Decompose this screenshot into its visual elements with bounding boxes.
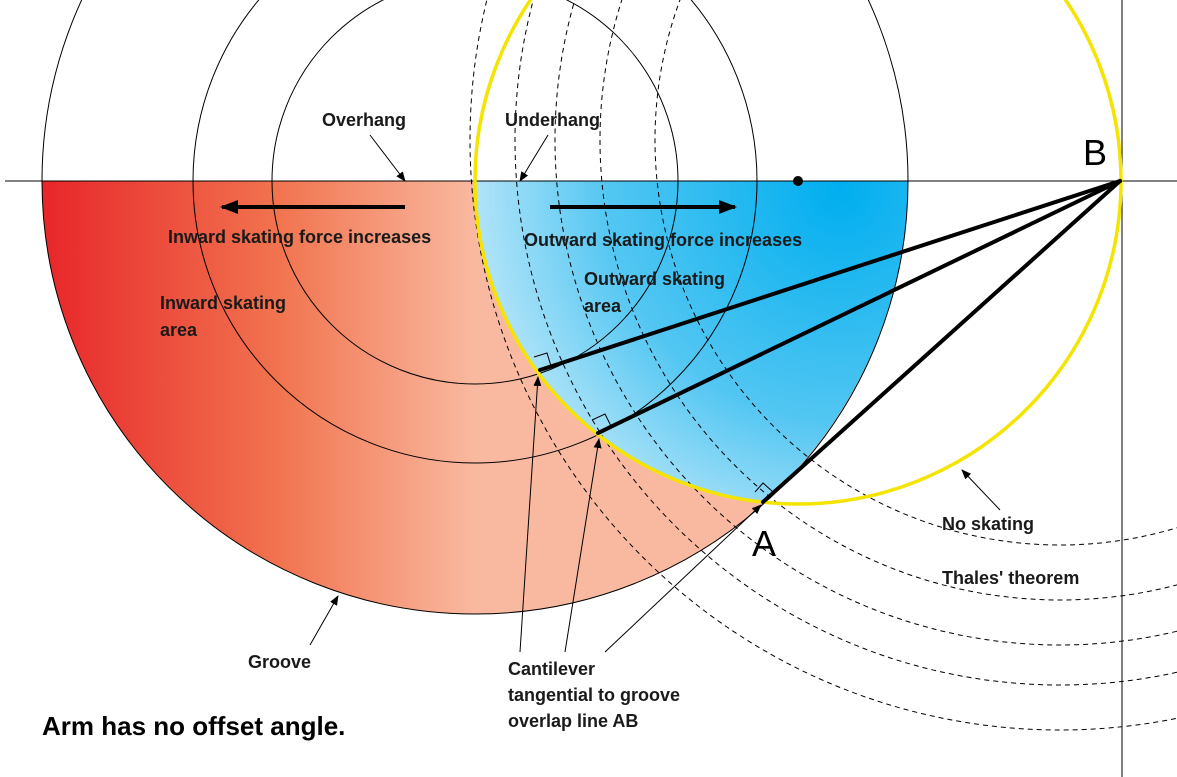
point-a-label: A [752, 523, 776, 564]
cantilever-pointer-2 [564, 438, 602, 653]
thales-label: Thales' theorem [942, 568, 1079, 588]
pivot-arc-4 [599, 0, 1177, 601]
inward-force-label: Inward skating force increases [168, 227, 431, 247]
groove-label: Groove [248, 652, 311, 672]
underhang-pointer [519, 134, 549, 182]
cantilever-pointer-a [604, 504, 762, 653]
outward-area-label-line1: Outward skating [584, 269, 725, 289]
right-angle-marker-a [754, 482, 774, 493]
tangent-line-2 [596, 179, 1122, 435]
tangent-line-ab [761, 179, 1122, 504]
right-angle-marker-2 [591, 413, 612, 427]
right-angle-marker-1 [533, 352, 552, 367]
underhang-label: Underhang [505, 110, 600, 130]
inward-area-label-line2: area [160, 320, 198, 340]
point-b-label: B [1083, 132, 1107, 173]
tangent-line-1 [538, 179, 1122, 372]
overhang-label: Overhang [322, 110, 406, 130]
inward-area-label-line1: Inward skating [160, 293, 286, 313]
outward-area-label-line2: area [584, 296, 622, 316]
no-skating-label: No skating [942, 514, 1034, 534]
outward-force-label: Outward skating force increases [524, 230, 802, 250]
spindle-dot [793, 176, 803, 186]
cantilever-label-line2: tangential to groove [508, 685, 680, 705]
cantilever-pointer-1 [519, 376, 542, 653]
groove-pointer [309, 595, 339, 646]
cantilever-label-line1: Cantilever [508, 659, 595, 679]
cantilever-label-line3: overlap line AB [508, 711, 638, 731]
pivot-arc-5 [654, 0, 1177, 546]
pivot-arc-3 [554, 0, 1177, 646]
overhang-pointer [369, 134, 406, 182]
no-skating-pointer [961, 469, 1001, 511]
pivot-arc-2 [514, 0, 1177, 686]
caption: Arm has no offset angle. [42, 711, 345, 741]
